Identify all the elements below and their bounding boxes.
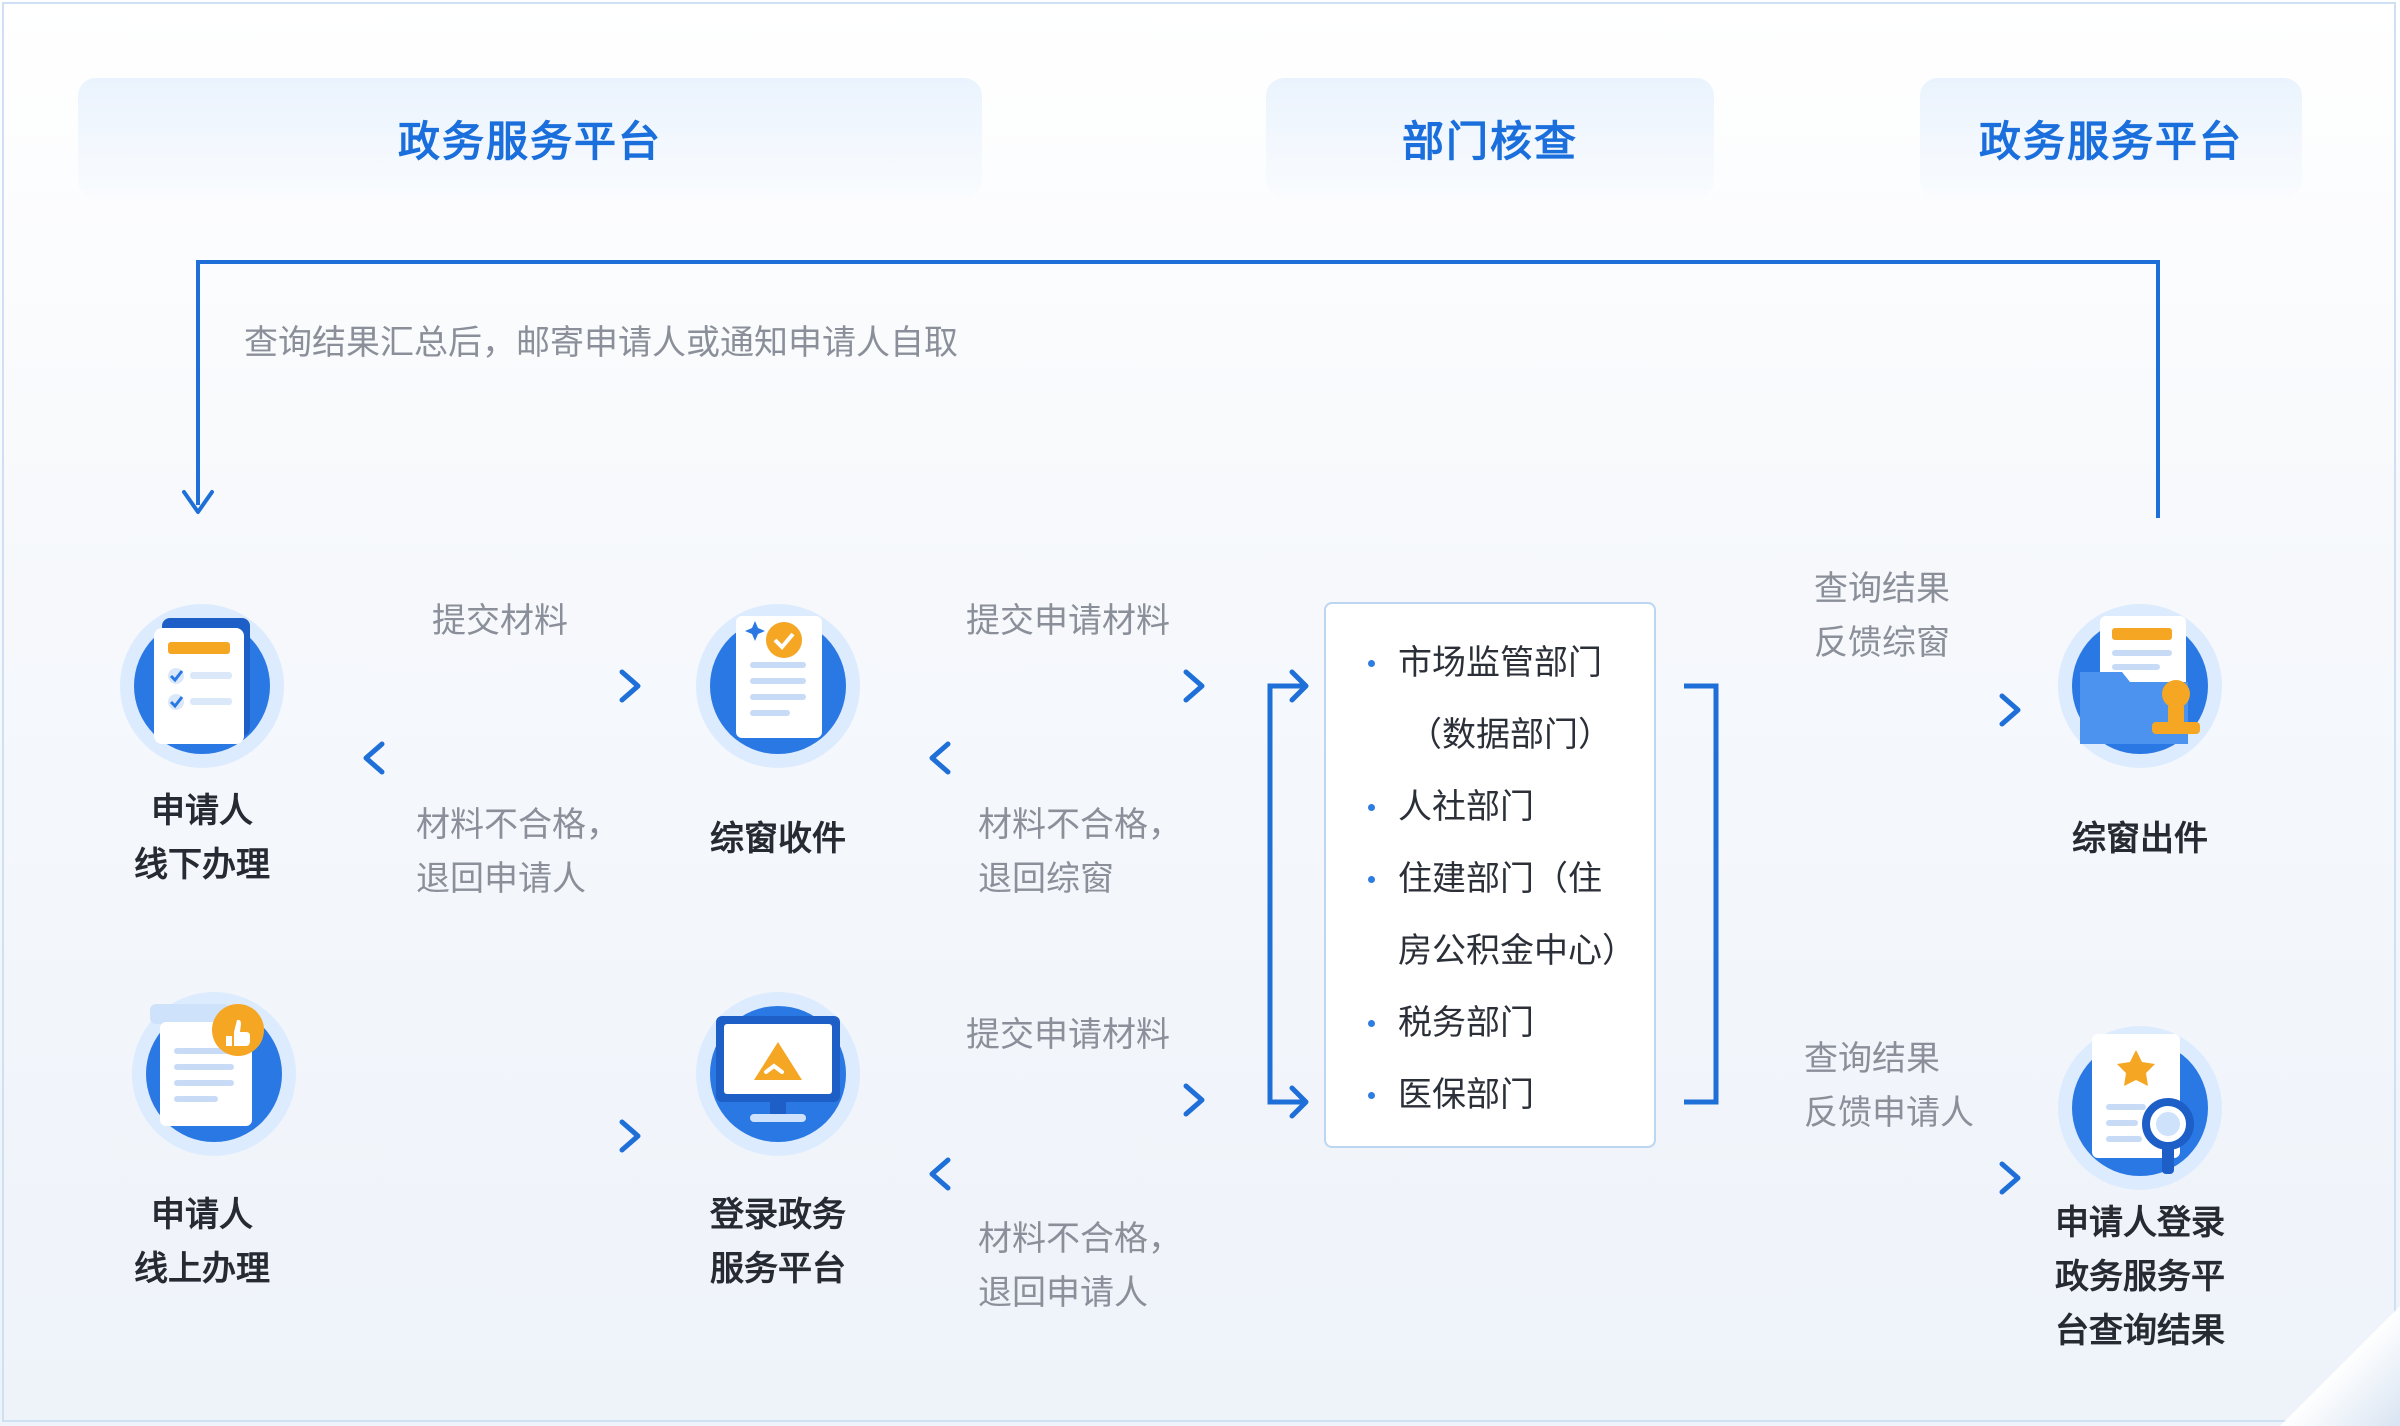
edge-feedback-window-line1: 查询结果 <box>1814 569 1950 609</box>
dept-tax: 税务部门 <box>1398 1003 1534 1043</box>
dept-left-bracket-arrow-bottom <box>1289 1085 1309 1119</box>
node-applicant-query-line1: 申请人登录 <box>2055 1203 2225 1243</box>
arrowhead-submit-application-top <box>1183 669 1205 703</box>
arrowhead-submit-materials <box>619 669 641 703</box>
edge-reject1: 材料不合格， 退回申请人 <box>416 798 620 906</box>
arrowhead-reject-online <box>929 1157 951 1191</box>
dept-human-resources: 人社部门 <box>1398 787 1534 827</box>
dept-right-bracket <box>1684 683 1719 1105</box>
dept-bullet <box>1368 1092 1375 1099</box>
department-list-box: 市场监管部门 （数据部门） 人社部门 住建部门（住 房公积金中心） 税务部门 医… <box>1324 602 1656 1148</box>
arrowhead-feedback-window <box>1999 693 2021 727</box>
node-applicant-query-line2: 政务服务平 <box>2055 1257 2225 1297</box>
node-window-issue-line1: 综窗出件 <box>2072 819 2208 859</box>
edge-feedback-window: 查询结果 反馈综窗 <box>1814 562 1950 670</box>
dept-bullet <box>1368 1020 1375 1027</box>
node-applicant-query-line3: 台查询结果 <box>2055 1311 2225 1351</box>
dept-bullet <box>1368 876 1375 883</box>
edge-reject3-line1: 材料不合格， <box>978 1219 1182 1259</box>
dept-market-regulation-sub: （数据部门） <box>1408 715 1612 755</box>
edge-feedback-applicant-line1: 查询结果 <box>1804 1039 1940 1079</box>
node-offline-label: 申请人 线下办理 <box>102 784 302 892</box>
edge-feedback-applicant: 查询结果 反馈申请人 <box>1804 1032 1974 1140</box>
edge-reject2-line2: 退回综窗 <box>978 859 1114 899</box>
node-applicant-query-label: 申请人登录 政务服务平 台查询结果 <box>2020 1196 2260 1358</box>
folder-stamp-icon <box>2058 604 2222 768</box>
document-search-star-icon <box>2058 1026 2222 1190</box>
header-right-label: 政务服务平台 <box>1978 116 2243 166</box>
edge-reject2: 材料不合格， 退回综窗 <box>978 798 1182 906</box>
edge-reject3: 材料不合格， 退回申请人 <box>978 1212 1182 1320</box>
node-online-line2: 线上办理 <box>134 1249 270 1289</box>
arrowhead-submit-application-bottom <box>1183 1083 1205 1117</box>
dept-left-bracket-arrow-top <box>1289 669 1309 703</box>
node-offline-line2: 线下办理 <box>134 845 270 885</box>
thumbs-up-document-icon <box>132 992 296 1156</box>
header-dept-check: 部门核查 <box>1266 78 1714 198</box>
arrowhead-feedback-applicant <box>1999 1161 2021 1195</box>
node-gov-login-line1: 登录政务 <box>710 1195 846 1235</box>
node-window-issue-label: 综窗出件 <box>2040 812 2240 866</box>
dept-medical-insurance: 医保部门 <box>1398 1075 1534 1115</box>
dept-bullet <box>1368 660 1375 667</box>
dept-market-regulation: 市场监管部门 <box>1398 643 1602 683</box>
top-loop-text: 查询结果汇总后，邮寄申请人或通知申请人自取 <box>244 323 958 363</box>
dept-housing: 住建部门（住 <box>1398 859 1602 899</box>
edge-reject3-line2: 退回申请人 <box>978 1273 1148 1313</box>
node-window-receive-line1: 综窗收件 <box>710 819 846 859</box>
document-checklist-icon <box>120 604 284 768</box>
edge-reject1-line1: 材料不合格， <box>416 805 620 845</box>
edge-submit-application-bottom: 提交申请材料 <box>966 1015 1170 1055</box>
computer-monitor-icon <box>696 992 860 1156</box>
header-left-label: 政务服务平台 <box>397 116 662 166</box>
edge-feedback-window-line2: 反馈综窗 <box>1814 623 1950 663</box>
top-loop-line <box>196 260 2160 518</box>
edge-submit-application-top: 提交申请材料 <box>966 601 1170 641</box>
arrowhead-online-to-login <box>619 1119 641 1153</box>
arrowhead-reject-to-window <box>929 741 951 775</box>
header-gov-platform-right: 政务服务平台 <box>1920 78 2302 198</box>
node-gov-login-line2: 服务平台 <box>710 1249 846 1289</box>
dept-bullet <box>1368 804 1375 811</box>
node-online-line1: 申请人 <box>151 1195 253 1235</box>
top-loop-arrowhead <box>182 490 214 514</box>
edge-reject1-line2: 退回申请人 <box>416 859 586 899</box>
node-offline-line1: 申请人 <box>151 791 253 831</box>
node-gov-login-label: 登录政务 服务平台 <box>678 1188 878 1296</box>
header-gov-platform-left: 政务服务平台 <box>78 78 982 198</box>
edge-submit-materials: 提交材料 <box>432 601 568 641</box>
document-approved-icon <box>696 604 860 768</box>
edge-feedback-applicant-line2: 反馈申请人 <box>1804 1093 1974 1133</box>
dept-housing-sub: 房公积金中心） <box>1398 931 1636 971</box>
node-window-receive-label: 综窗收件 <box>678 812 878 866</box>
edge-reject2-line1: 材料不合格， <box>978 805 1182 845</box>
header-middle-label: 部门核查 <box>1401 116 1578 166</box>
dept-left-bracket <box>1267 683 1304 1105</box>
arrowhead-reject-to-applicant <box>363 741 385 775</box>
node-online-label: 申请人 线上办理 <box>102 1188 302 1296</box>
